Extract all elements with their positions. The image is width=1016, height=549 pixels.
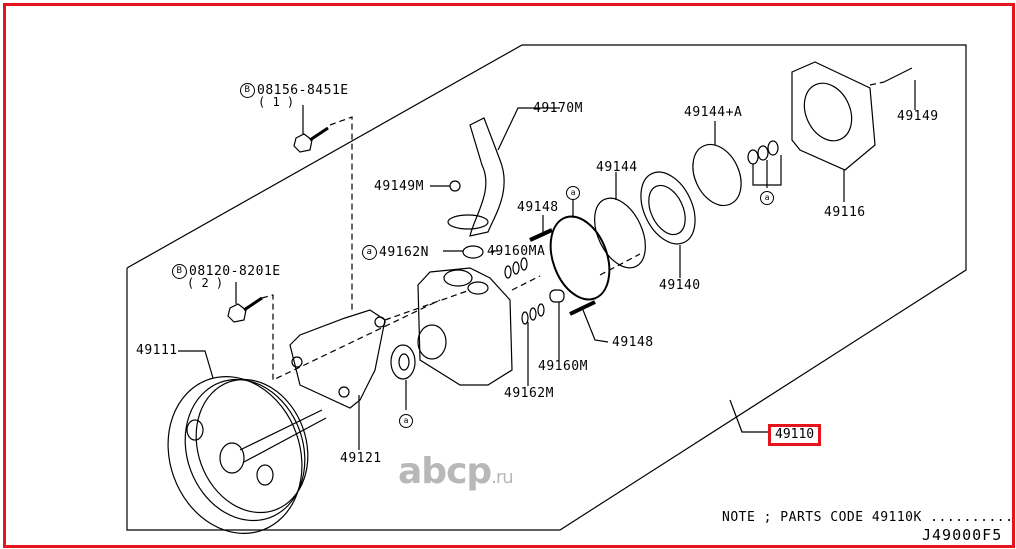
rear-cover-49116	[791, 61, 876, 171]
part-label-49144[interactable]: 49144	[596, 160, 638, 175]
pin-49148a	[529, 228, 553, 242]
gasket-ring	[549, 215, 611, 301]
spring-49162N	[504, 257, 528, 279]
kit-symbol-gasket: a	[566, 186, 580, 200]
part-label-49149M[interactable]: 49149M	[374, 179, 424, 194]
part-label-49121[interactable]: 49121	[340, 451, 382, 466]
cam-ring-49140	[640, 171, 696, 245]
bracket-49121	[289, 309, 386, 409]
kit-symbol-seal: a	[399, 414, 413, 428]
bolt-49149M	[449, 180, 461, 192]
leader-lines	[178, 80, 916, 450]
part-label-49170M[interactable]: 49170M	[533, 101, 583, 116]
o-ring-49160MA	[462, 245, 484, 259]
part-label-49148-upper[interactable]: 49148	[517, 200, 559, 215]
bolt-08120	[227, 296, 263, 323]
inlet-pipe-49170M	[469, 117, 505, 237]
part-number: 49162N	[379, 245, 429, 260]
part-label-49144A[interactable]: 49144+A	[684, 105, 743, 120]
kit-symbol: a	[362, 245, 377, 260]
assembly-dash-lines	[261, 81, 885, 381]
bolt-code: 08156-8451E	[257, 83, 349, 98]
assembly-box-outline	[126, 44, 967, 531]
watermark-logo: abcp.ru	[398, 451, 514, 492]
part-label-49160M[interactable]: 49160M	[538, 359, 588, 374]
bolt-qty-08156: ( 1 )	[258, 95, 295, 109]
pulley-49111	[167, 376, 327, 534]
note-text: NOTE ; PARTS CODE 49110K ..........	[722, 510, 1014, 525]
part-label-49111[interactable]: 49111	[136, 343, 178, 358]
parts-code-note: NOTE ; PARTS CODE 49110K ..........a	[722, 510, 1016, 525]
highlighted-part-49110[interactable]: 49110	[768, 424, 822, 446]
watermark-suffix: .ru	[491, 467, 514, 488]
valve-49160M	[549, 289, 565, 303]
bolt-08156	[293, 126, 329, 153]
side-plate-49144	[594, 197, 646, 269]
pin-49148b	[569, 300, 596, 316]
part-label-49160MA[interactable]: 49160MA	[487, 244, 546, 259]
bolt-symbol: B	[172, 264, 187, 279]
plate-49144A	[692, 143, 742, 207]
part-label-49140[interactable]: 49140	[659, 278, 701, 293]
oil-seal	[390, 344, 416, 380]
pump-body	[417, 267, 513, 386]
part-label-49149[interactable]: 49149	[897, 109, 939, 124]
bolt-qty-08120: ( 2 )	[187, 276, 224, 290]
part-label-49162M[interactable]: 49162M	[504, 386, 554, 401]
part-label-49116[interactable]: 49116	[824, 205, 866, 220]
kit-symbol-orings: a	[760, 191, 774, 205]
spring-49162M	[521, 303, 545, 325]
bolt-symbol: B	[240, 83, 255, 98]
watermark-main: abcp	[398, 451, 492, 492]
part-label-49148-lower[interactable]: 49148	[612, 335, 654, 350]
diagram-frame	[3, 3, 1015, 548]
diagram-code: J49000F5	[922, 526, 1003, 544]
bolt-code: 08120-8201E	[189, 264, 281, 279]
